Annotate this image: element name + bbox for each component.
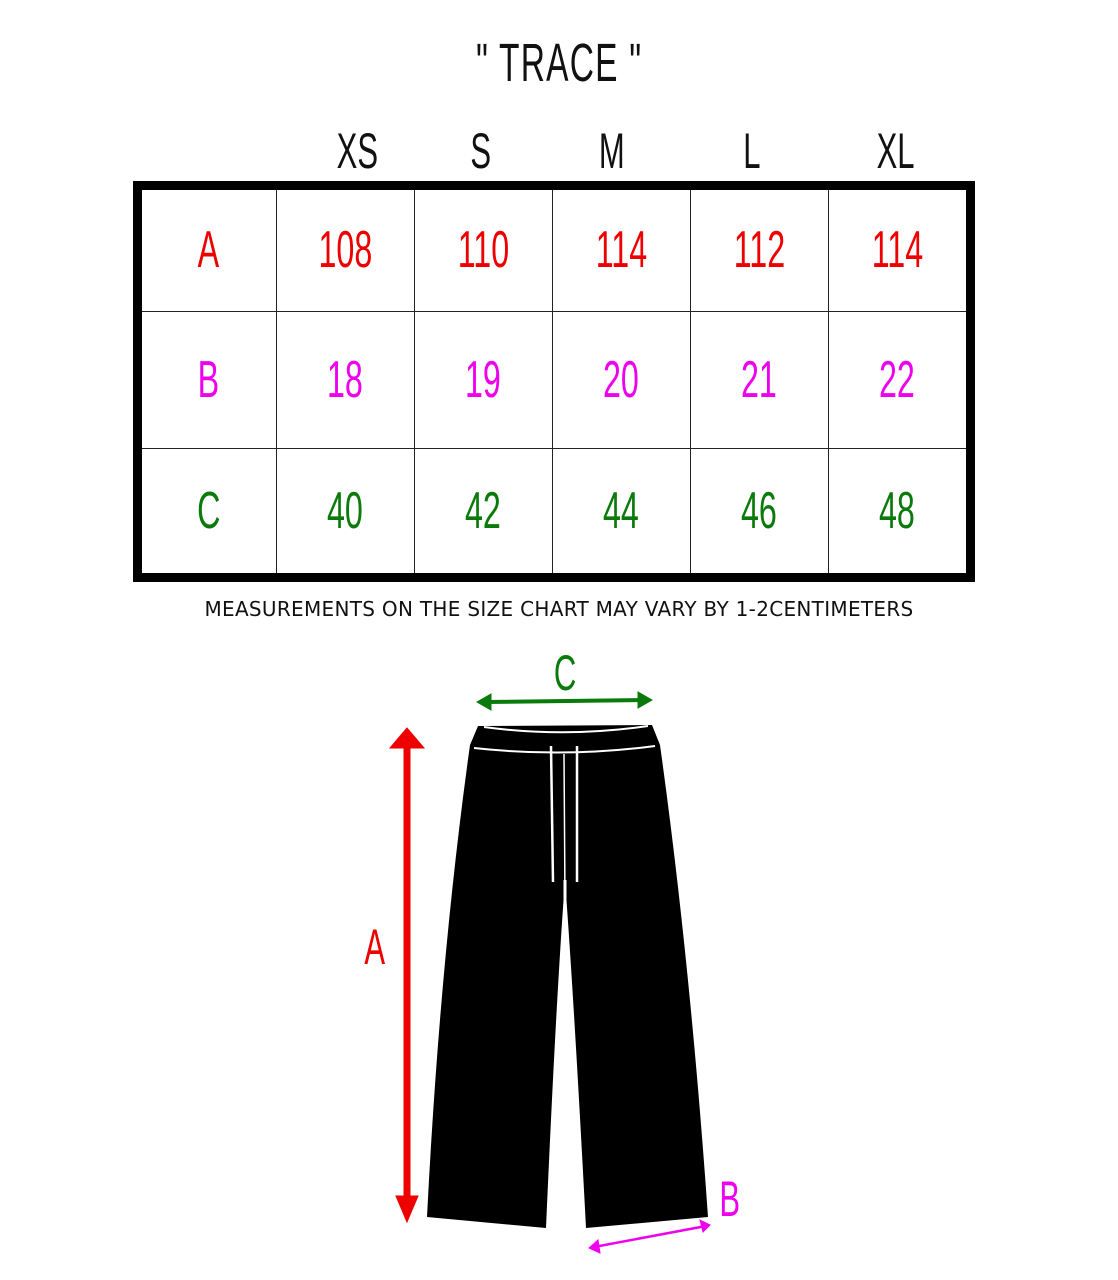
arrow-c-icon: [475, 691, 654, 711]
pants-icon: [388, 691, 711, 1254]
size-header-s: S: [470, 123, 492, 179]
row-label-a: A: [142, 190, 277, 312]
table-row-b: B 18 19 20 21 22: [142, 310, 966, 449]
row-label-c: C: [142, 447, 277, 573]
page-title: " TRACE ": [0, 32, 1118, 94]
cell-b-s: 19: [413, 310, 553, 449]
size-header-row: XS S M L XL: [0, 122, 1118, 182]
cell-a-xl: 114: [827, 190, 966, 312]
diagram-label-b: B: [719, 1171, 741, 1227]
cell-c-s: 42: [413, 447, 553, 573]
title-text: " TRACE ": [475, 33, 643, 93]
size-header-l: L: [743, 123, 761, 179]
arrow-a-icon: [388, 727, 426, 1224]
diagram-label-a: A: [364, 919, 386, 975]
cell-a-l: 112: [689, 190, 829, 312]
cell-c-l: 46: [689, 447, 829, 573]
cell-c-xl: 48: [827, 447, 966, 573]
diagram-label-c: C: [553, 645, 577, 701]
cell-c-m: 44: [551, 447, 691, 573]
size-chart-table: A 108 110 114 112 114 B 18 19 20 21 22 C…: [133, 181, 975, 582]
cell-b-xs: 18: [275, 310, 415, 449]
cell-b-m: 20: [551, 310, 691, 449]
cell-a-s: 110: [413, 190, 553, 312]
size-header-m: M: [599, 123, 625, 179]
table-row-c: C 40 42 44 46 48: [142, 447, 966, 573]
arrow-b-icon: [588, 1219, 711, 1254]
cell-a-m: 114: [551, 190, 691, 312]
size-header-xl: XL: [877, 123, 915, 179]
pants-silhouette: [427, 725, 708, 1228]
measurement-disclaimer: MEASUREMENTS ON THE SIZE CHART MAY VARY …: [204, 597, 914, 621]
cell-b-l: 21: [689, 310, 829, 449]
size-grid: A 108 110 114 112 114 B 18 19 20 21 22 C…: [142, 190, 966, 573]
cell-b-xl: 22: [827, 310, 966, 449]
row-label-b: B: [142, 310, 277, 449]
measurement-diagram: C A B: [0, 640, 1118, 1280]
cell-a-xs: 108: [275, 190, 415, 312]
size-header-xs: XS: [336, 123, 378, 179]
cell-c-xs: 40: [275, 447, 415, 573]
table-row-a: A 108 110 114 112 114: [142, 190, 966, 312]
